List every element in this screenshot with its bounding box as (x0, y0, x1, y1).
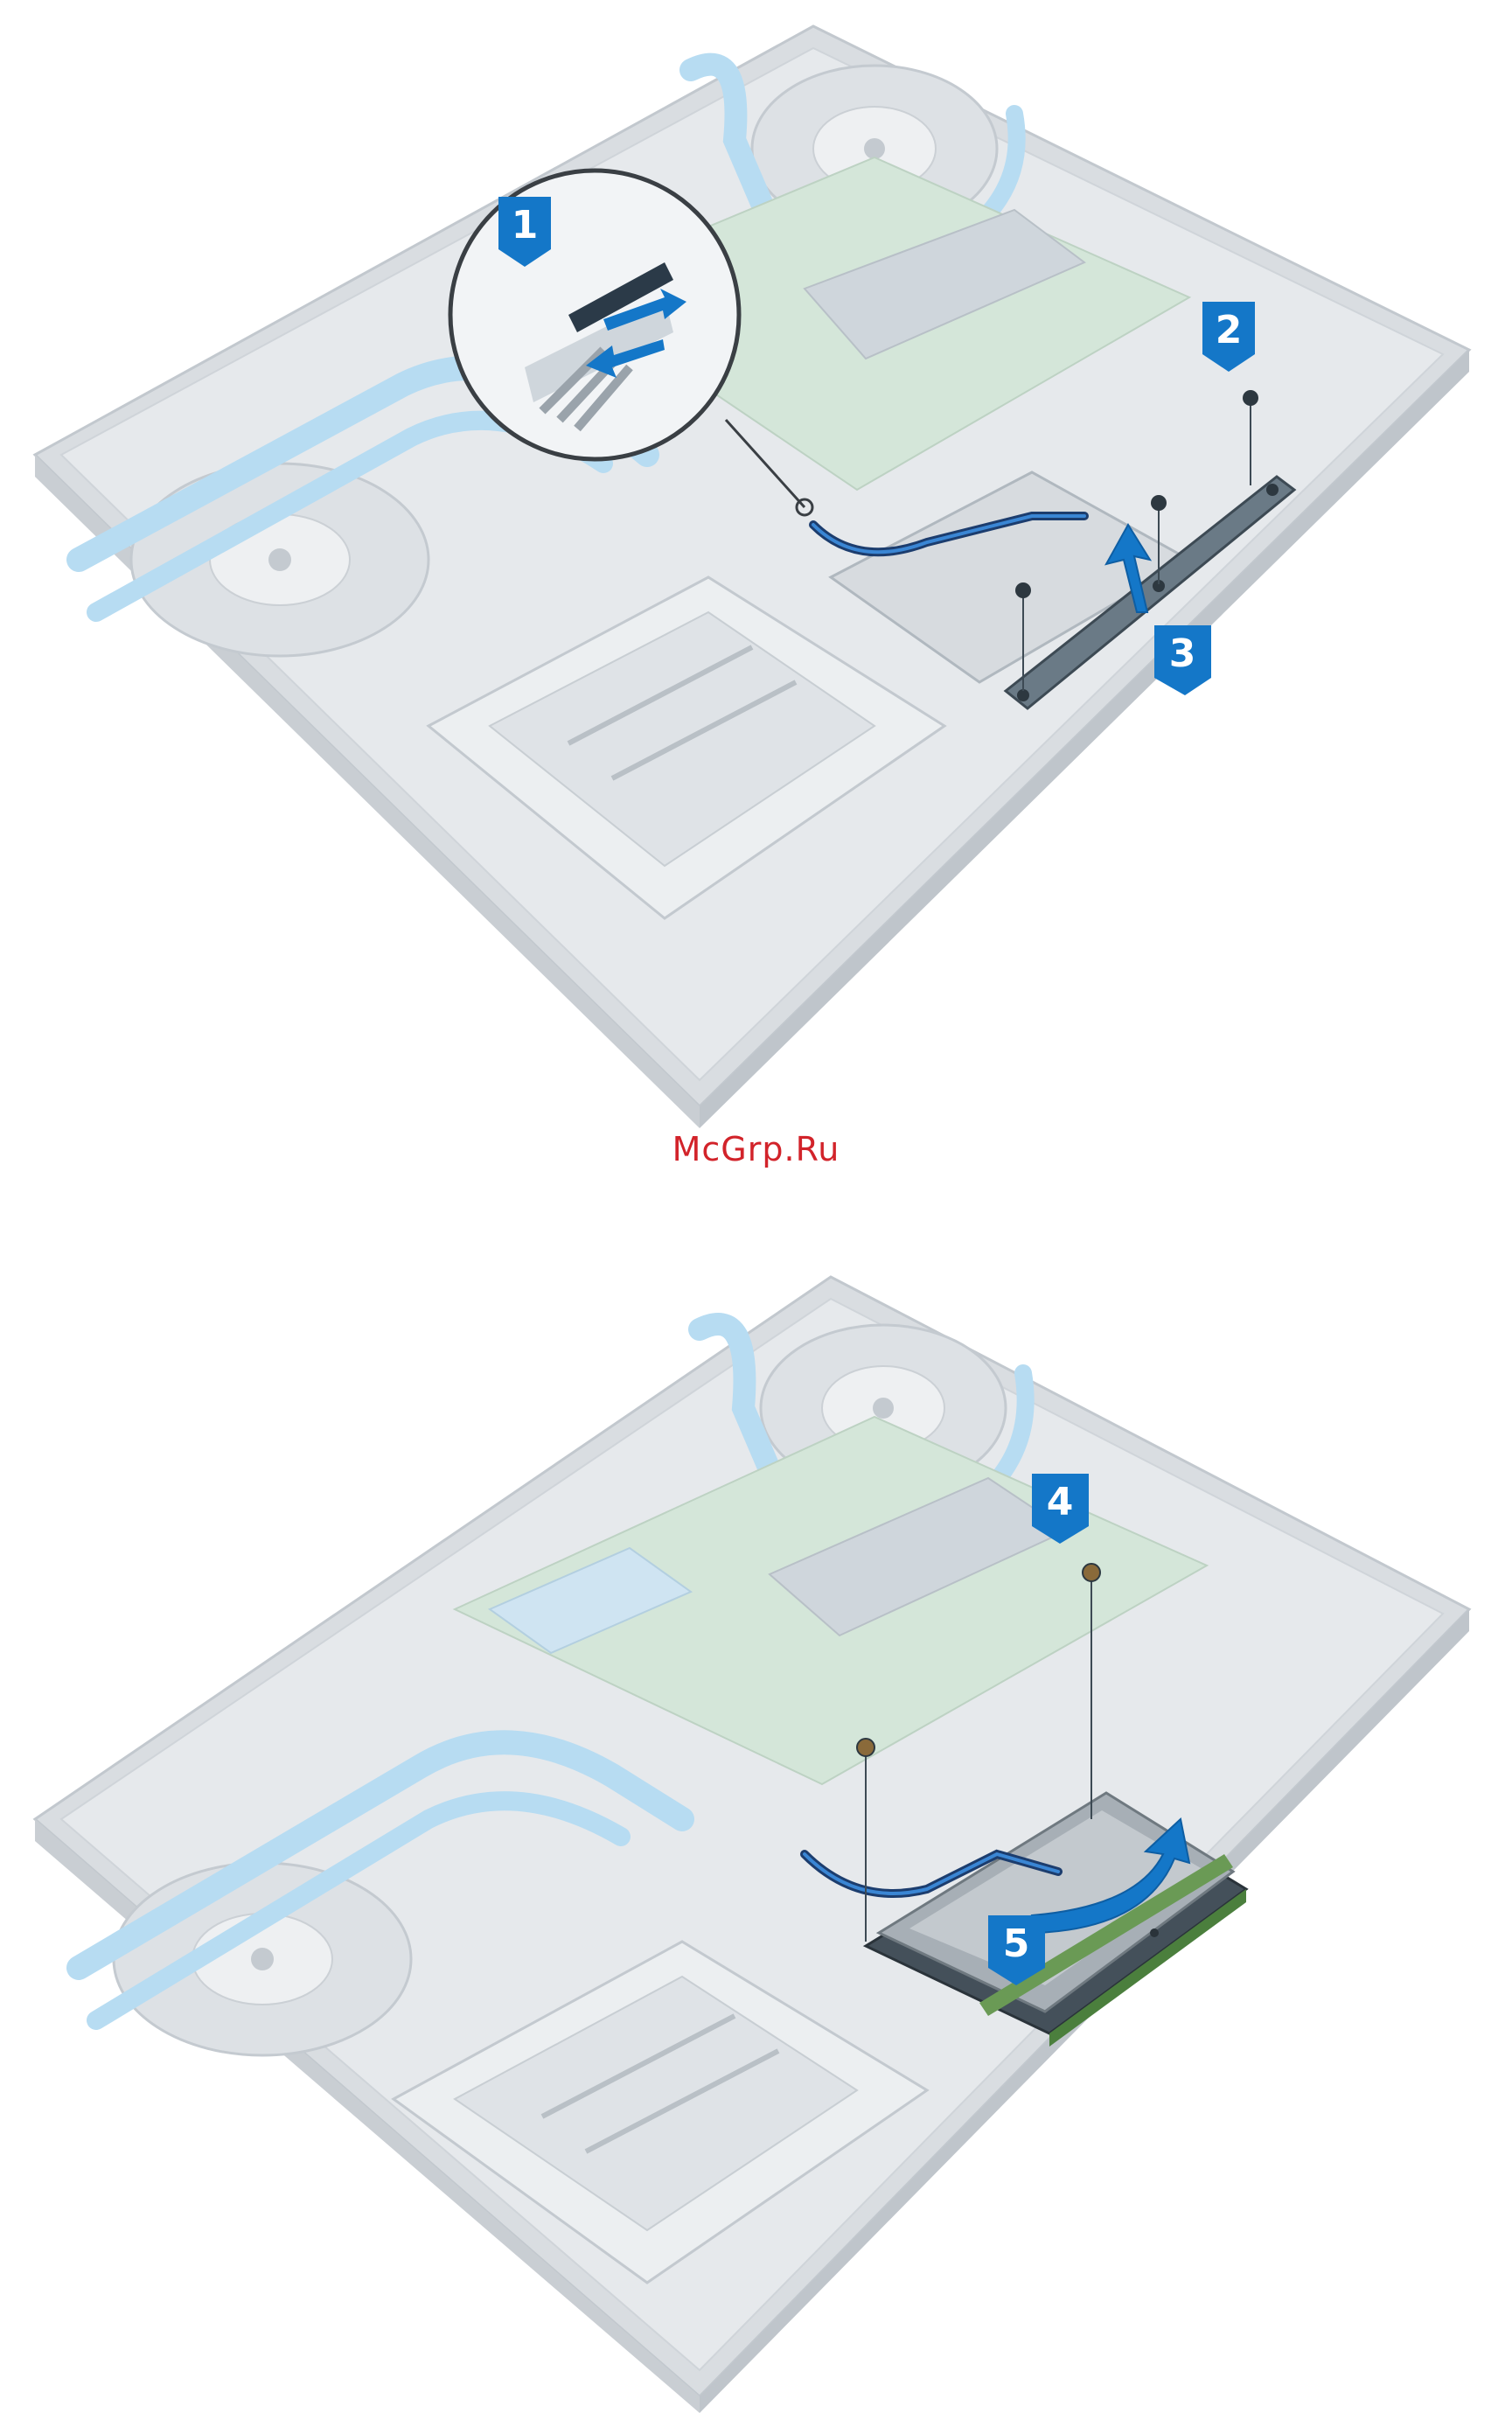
screw-icon (1083, 1564, 1100, 1581)
top-illustration-svg: 1 2 3 (0, 0, 1512, 1137)
watermark-text: McGrp.Ru (0, 1130, 1512, 1168)
bottom-illustration: 4 5 (0, 1242, 1512, 2413)
step-label-1: 1 (512, 203, 539, 248)
step-badge-3: 3 (1154, 625, 1211, 695)
step-label-2: 2 (1216, 308, 1243, 352)
top-illustration: 1 2 3 (0, 0, 1512, 1137)
step-label-4: 4 (1047, 1480, 1074, 1524)
step-label-5: 5 (1003, 1921, 1030, 1966)
step-label-3: 3 (1169, 631, 1196, 676)
screw-icon (857, 1739, 874, 1756)
screw-icon (1015, 582, 1031, 598)
screw-icon (1243, 390, 1258, 406)
screw-icon (1151, 495, 1167, 511)
fan-lower (114, 1863, 411, 2055)
bottom-illustration-svg: 4 5 (0, 1242, 1512, 2413)
